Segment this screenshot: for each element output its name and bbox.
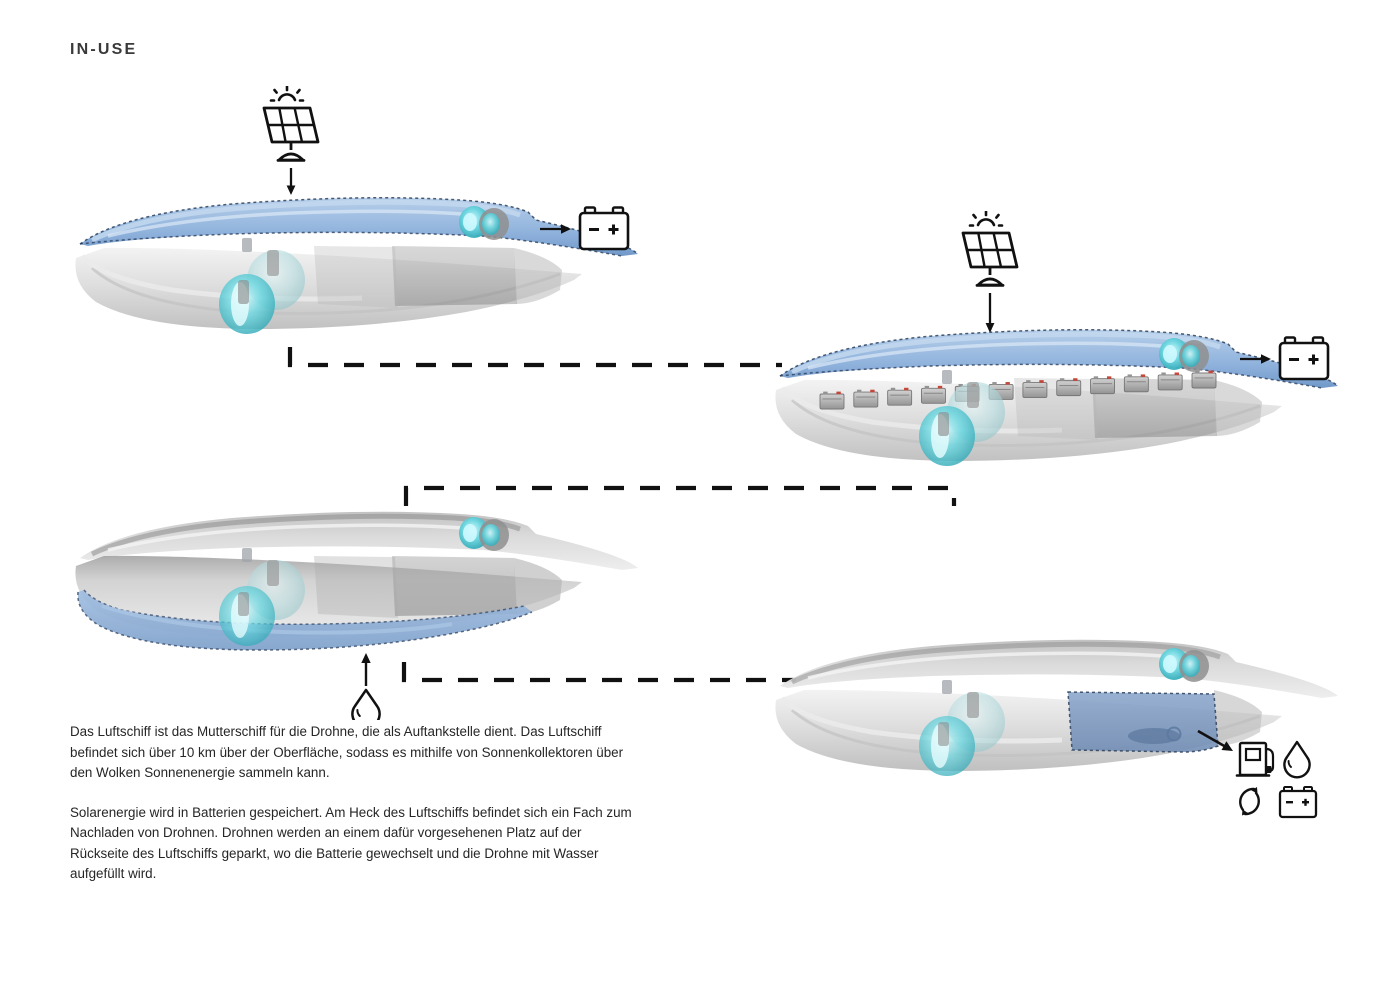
panel-2-solar-source-group [957,211,1029,337]
sun-icon [269,86,305,102]
solar-panel-glyph [961,231,1019,287]
diagonal-arrow-icon [1197,729,1233,751]
recycle-arrows-icon [1239,787,1260,816]
airship-2-battery-bank [762,318,1342,483]
airship-2-rear-turbine [1159,338,1209,372]
airship-1-solar-top [62,186,642,346]
hull-battery-cell [1191,370,1217,389]
battery-plus-v [612,224,615,235]
battery-icon [578,206,630,251]
up-arrow-icon [361,653,371,686]
description-block: Das Luftschiff ist das Mutterschiff für … [70,722,642,885]
solar-panel-glyph [262,106,320,162]
right-arrow-icon [1240,354,1271,364]
page-title: IN-USE [70,41,138,58]
airship-1-turbine-main [219,274,275,334]
panel-2-output-group [1238,330,1348,390]
battery-icon [1278,336,1330,381]
hull-battery-cell [853,389,879,408]
airship-4-docking-bay-volume [1067,691,1219,753]
battery-minus [589,228,599,231]
down-arrow-icon [985,293,995,333]
right-arrow-icon [540,224,571,234]
airship-3-rear-turbine [459,517,509,551]
airship-3-turbine-main [219,586,275,646]
down-arrow-icon [286,168,296,195]
airship-4-turbine-main [919,716,975,776]
hull-battery-cell [921,385,946,404]
sun-icon [968,211,1004,227]
description-paragraph-2: Solarenergie wird in Batterien gespeiche… [70,804,632,882]
airship-1-antenna [242,238,252,252]
docked-drone-shadow [1128,728,1180,744]
panel-1-output-group [538,200,648,260]
fuel-pump-icon [1235,741,1275,777]
airship-3-ballast [77,590,532,650]
panel-3-water-source-group [345,648,395,720]
connector-1-to-2 [287,347,782,368]
water-drop-icon [351,688,381,720]
hull-battery-cell [819,391,845,410]
description-paragraph-1: Das Luftschiff ist das Mutterschiff für … [70,724,624,780]
airship-3-water-ballast [62,500,642,665]
battery-icon [1278,786,1318,819]
solar-panel-icon [961,211,1019,333]
airship-4-rear-turbine [1159,648,1209,682]
connector-3-to-4 [401,662,796,683]
hull-battery-cell [1022,380,1048,398]
panel-1-solar-source-group [258,86,330,196]
airship-4-docking-bay [762,628,1342,808]
airship-4-upper-hull [780,639,1338,698]
hull-battery-cell [1090,376,1115,395]
hull-battery-cell [1123,374,1149,393]
connector-2-to-3 [403,485,957,506]
hull-battery-cell [887,387,913,406]
airship-2-battery-bank-row [819,370,1217,410]
hull-battery-cell [1056,378,1082,397]
airship-2-turbine-main [919,406,975,466]
panel-4-service-group [1196,725,1326,825]
solar-panel-icon [262,86,320,195]
water-drop-icon [1283,740,1311,779]
dock-port [1166,726,1182,742]
hull-battery-cell [1157,372,1183,391]
airship-1-cargo-block [392,246,517,306]
airship-1-rear-turbine [459,206,509,240]
